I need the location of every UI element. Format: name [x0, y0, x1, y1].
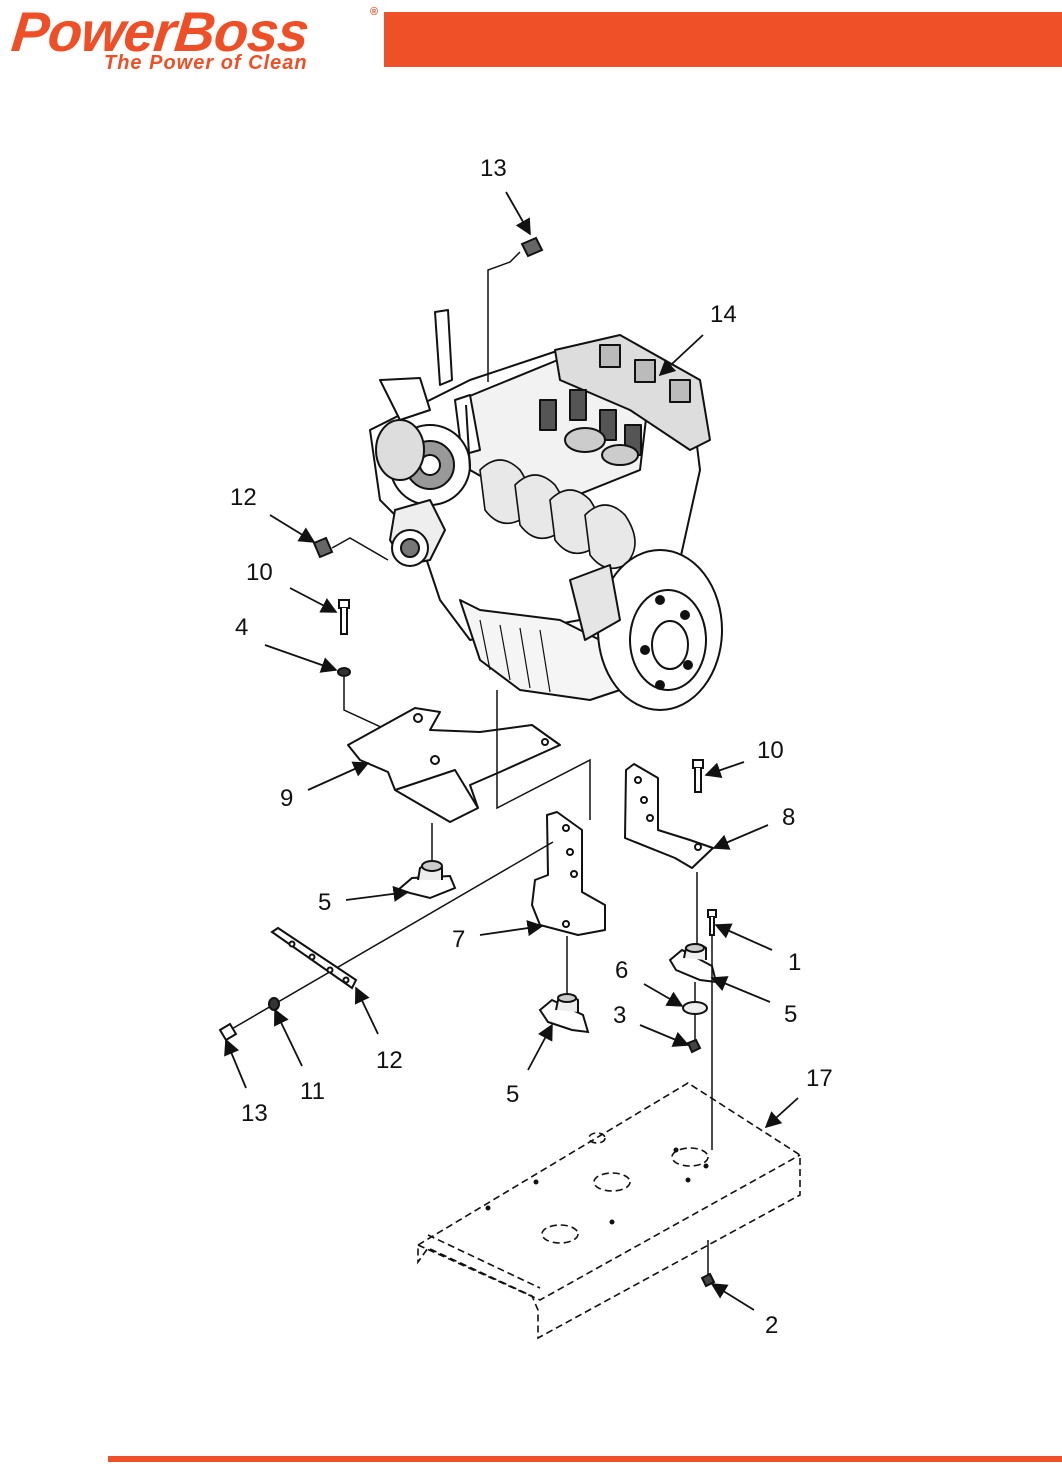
logo-registered-mark: ® [370, 6, 379, 18]
callout-14: 14 [710, 301, 737, 328]
callout-labels: 13 14 12 10 4 9 10 8 5 7 1 6 5 3 12 5 11… [230, 155, 833, 1339]
mount-right [668, 909, 718, 1150]
header-bar [384, 12, 1062, 67]
frame-17 [417, 1082, 801, 1340]
strap-12 [270, 926, 358, 990]
bracket-9 [347, 707, 561, 862]
callout-2: 2 [765, 1312, 778, 1339]
callout-1: 1 [788, 949, 801, 976]
bracket-7 [531, 811, 606, 1000]
engine-assembly [369, 309, 723, 711]
logo-tagline: The Power of Clean [104, 52, 308, 74]
callout-12-bottom: 12 [376, 1047, 403, 1074]
callout-9: 9 [280, 785, 293, 812]
callout-4: 4 [235, 614, 248, 641]
bracket-8 [624, 763, 714, 945]
callout-5-right: 5 [784, 1001, 797, 1028]
bolt-lower-left [218, 997, 280, 1042]
callout-13-bottom: 13 [241, 1100, 268, 1127]
callout-10-right: 10 [757, 737, 784, 764]
callout-10-left: 10 [246, 559, 273, 586]
powerboss-logo: PowerBoss ® The Power of Clean [9, 0, 384, 78]
nut-2 [700, 1240, 716, 1288]
callout-13-top: 13 [480, 155, 507, 182]
callout-7: 7 [452, 926, 465, 953]
footer-bar [108, 1456, 1062, 1462]
mount-middle [538, 993, 590, 1034]
callout-11: 11 [300, 1078, 325, 1105]
bolt-right [692, 759, 704, 793]
sensor-left [312, 536, 389, 561]
callout-17: 17 [806, 1065, 833, 1092]
sensor-top [487, 236, 544, 382]
leader-arrows [224, 191, 799, 1311]
callout-3: 3 [613, 1002, 626, 1029]
callout-8: 8 [782, 804, 795, 831]
washer-6-nut-3 [682, 982, 708, 1054]
mount-left [395, 860, 457, 900]
callout-5-left: 5 [318, 889, 331, 916]
frame-holes [485, 1147, 709, 1225]
callout-6: 6 [615, 957, 628, 984]
callout-12-top: 12 [230, 484, 257, 511]
callout-5-middle: 5 [506, 1081, 519, 1108]
